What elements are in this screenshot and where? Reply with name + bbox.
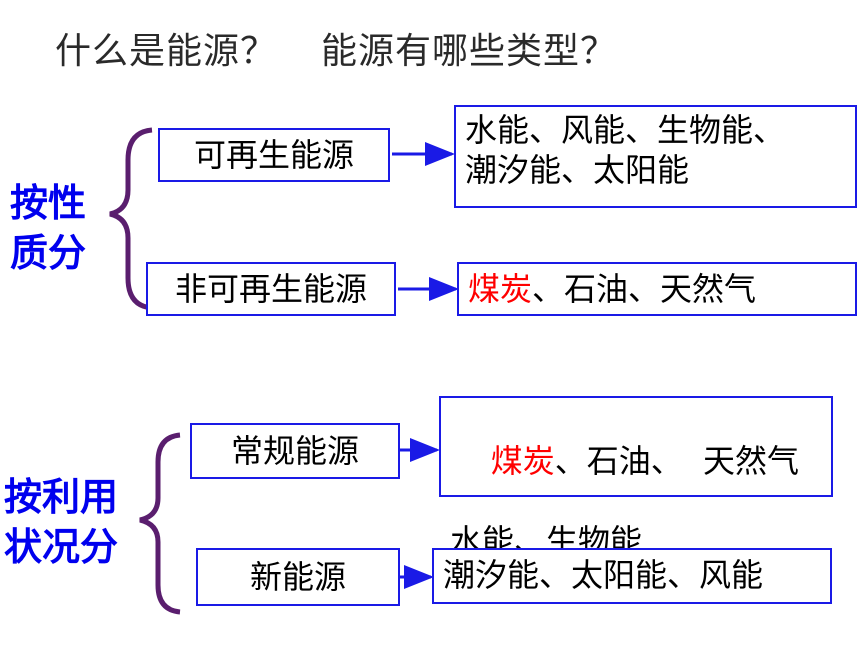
source-label: 新能源 [249,558,346,596]
title-question-2: 能源有哪些类型？ [321,31,618,72]
result-box-renewable: 水能、风能、生物能、 潮汐能、太阳能 [454,105,857,208]
source-box-nonrenewable: 非可再生能源 [146,262,396,316]
category-label-line2: 质分 [10,231,87,275]
source-box-conventional: 常规能源 [190,423,400,479]
result-line-1: 潮汐能、太阳能、风能 [443,556,764,594]
category-by-utilization: 按利用 状况分 [4,472,118,572]
result-box-nonrenewable: 煤炭、石油、天然气 [457,262,857,316]
category-label-line1: 按利用 [4,475,119,519]
source-box-new: 新能源 [196,548,400,606]
highlight-coal: 煤炭 [490,442,555,480]
result-rest: 、石油、 天然气 [554,442,800,480]
source-label: 常规能源 [230,432,359,470]
category-label-line1: 按性 [10,181,87,225]
category-label-line2: 状况分 [4,525,119,569]
brace-group-1 [109,127,153,311]
brace-group-2 [139,432,181,615]
page-title: 什么是能源？ 能源有哪些类型？ [55,22,617,74]
result-box-conventional: 煤炭、石油、 天然气 水能、生物能 [439,396,833,560]
source-label: 可再生能源 [193,136,354,174]
category-by-nature: 按性 质分 [10,178,86,278]
result-line-1: 水能、风能、生物能、 [465,111,786,149]
result-box-new: 潮汐能、太阳能、风能 [432,548,832,604]
result-line-2: 潮汐能、太阳能 [465,151,690,189]
highlight-coal: 煤炭 [468,270,533,308]
title-question-1: 什么是能源？ [55,31,278,72]
source-box-renewable: 可再生能源 [158,128,390,182]
result-rest: 、石油、天然气 [532,270,757,308]
source-label: 非可再生能源 [174,270,367,308]
